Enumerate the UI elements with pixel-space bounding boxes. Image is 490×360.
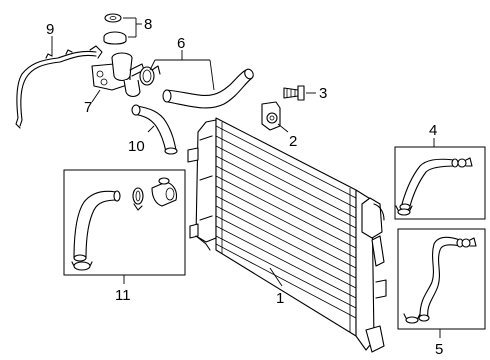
callout-8: 8 [144, 16, 152, 33]
upper-hose [139, 50, 254, 109]
callout-9: 9 [46, 21, 54, 38]
filler-neck-bracket [91, 52, 145, 103]
callout-6: 6 [177, 35, 185, 52]
callout-11: 11 [115, 287, 131, 304]
callout-2: 2 [289, 133, 297, 150]
vent-hose [15, 36, 103, 129]
bolt [283, 85, 316, 101]
callout-5: 5 [435, 341, 443, 358]
lower-hose-kit-box [394, 138, 486, 220]
callout-10: 10 [128, 138, 145, 155]
callout-1: 1 [276, 290, 284, 307]
drain-plug [261, 101, 289, 133]
hose-kit-box [63, 169, 186, 284]
callout-7: 7 [84, 99, 92, 116]
overflow-hose-kit-box [397, 228, 486, 338]
radiator [187, 117, 387, 353]
inlet-hose [131, 104, 178, 155]
callout-3: 3 [319, 85, 327, 102]
radiator-cap [103, 13, 142, 45]
callout-4: 4 [429, 122, 437, 139]
